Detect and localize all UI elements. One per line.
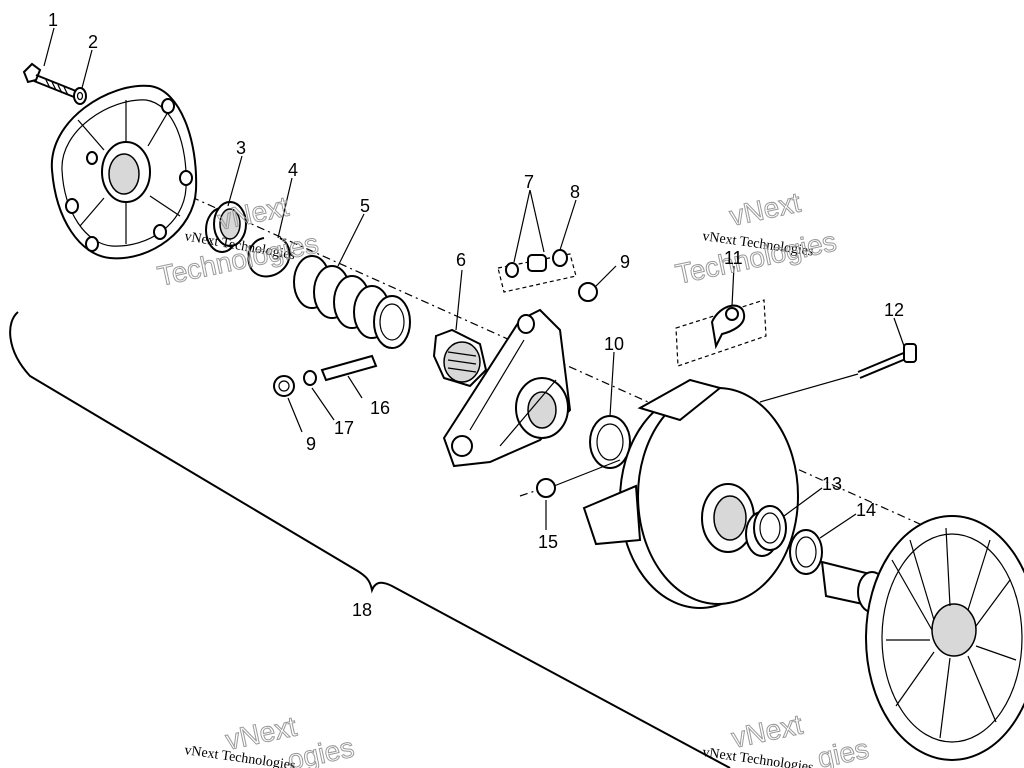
- leader-lines: [43, 27, 905, 539]
- watermarks: vNext Technologies vNext Technologies vN…: [154, 186, 872, 768]
- part-4-snap-ring: [247, 237, 291, 278]
- watermark-logo: vNext: [729, 709, 806, 754]
- label-part-1: 1: [48, 10, 58, 30]
- cover-plate: [50, 84, 198, 260]
- label-part-13: 13: [822, 474, 842, 494]
- part-10-seal-ring: [589, 415, 631, 469]
- part-17-washer: [303, 370, 317, 386]
- watermark-logo: gies: [815, 733, 872, 768]
- label-part-12: 12: [884, 300, 904, 320]
- label-part-7: 7: [524, 172, 534, 192]
- watermark-logo: vNext: [727, 187, 804, 232]
- part-14-ring: [789, 529, 823, 575]
- label-part-6: 6: [456, 250, 466, 270]
- part-12-bolt: [759, 343, 917, 403]
- fixed-sheave: [820, 515, 1024, 761]
- label-part-16: 16: [370, 398, 390, 418]
- label-part-5: 5: [360, 196, 370, 216]
- part-3-bushing: [205, 201, 247, 253]
- part-9-cap-right: [578, 282, 598, 302]
- center-axis: [59, 137, 1001, 561]
- part-1-bolt: [22, 62, 77, 98]
- part-labels: 1 2 3 4 5 6 7 8 9 10 11 12 13 14 15 16 1…: [48, 10, 904, 620]
- label-part-15: 15: [538, 532, 558, 552]
- label-part-18: 18: [352, 600, 372, 620]
- label-part-8: 8: [570, 182, 580, 202]
- label-part-4: 4: [288, 160, 298, 180]
- movable-sheave: [582, 378, 799, 609]
- label-part-10: 10: [604, 334, 624, 354]
- assembly-bracket: [9, 311, 731, 768]
- part-13-bushing: [745, 505, 787, 557]
- label-part-2: 2: [88, 32, 98, 52]
- spider-arm: [442, 308, 572, 468]
- part-2-washer: [73, 87, 87, 105]
- part-16-pin: [320, 354, 378, 382]
- label-part-9b: 9: [306, 434, 316, 454]
- label-part-11: 11: [724, 248, 743, 268]
- label-part-14: 14: [856, 500, 876, 520]
- part-11-clip: [675, 299, 767, 367]
- part-9-cap-left: [273, 375, 295, 397]
- label-part-9: 9: [620, 252, 630, 272]
- part-7-8-rollers: [497, 249, 577, 293]
- watermark-logo: Technologies: [673, 226, 839, 290]
- part-5-spring: [293, 255, 411, 349]
- part-6-retainer: [432, 328, 488, 388]
- part-15-nut: [519, 459, 621, 498]
- label-part-3: 3: [236, 138, 246, 158]
- label-part-17: 17: [334, 418, 354, 438]
